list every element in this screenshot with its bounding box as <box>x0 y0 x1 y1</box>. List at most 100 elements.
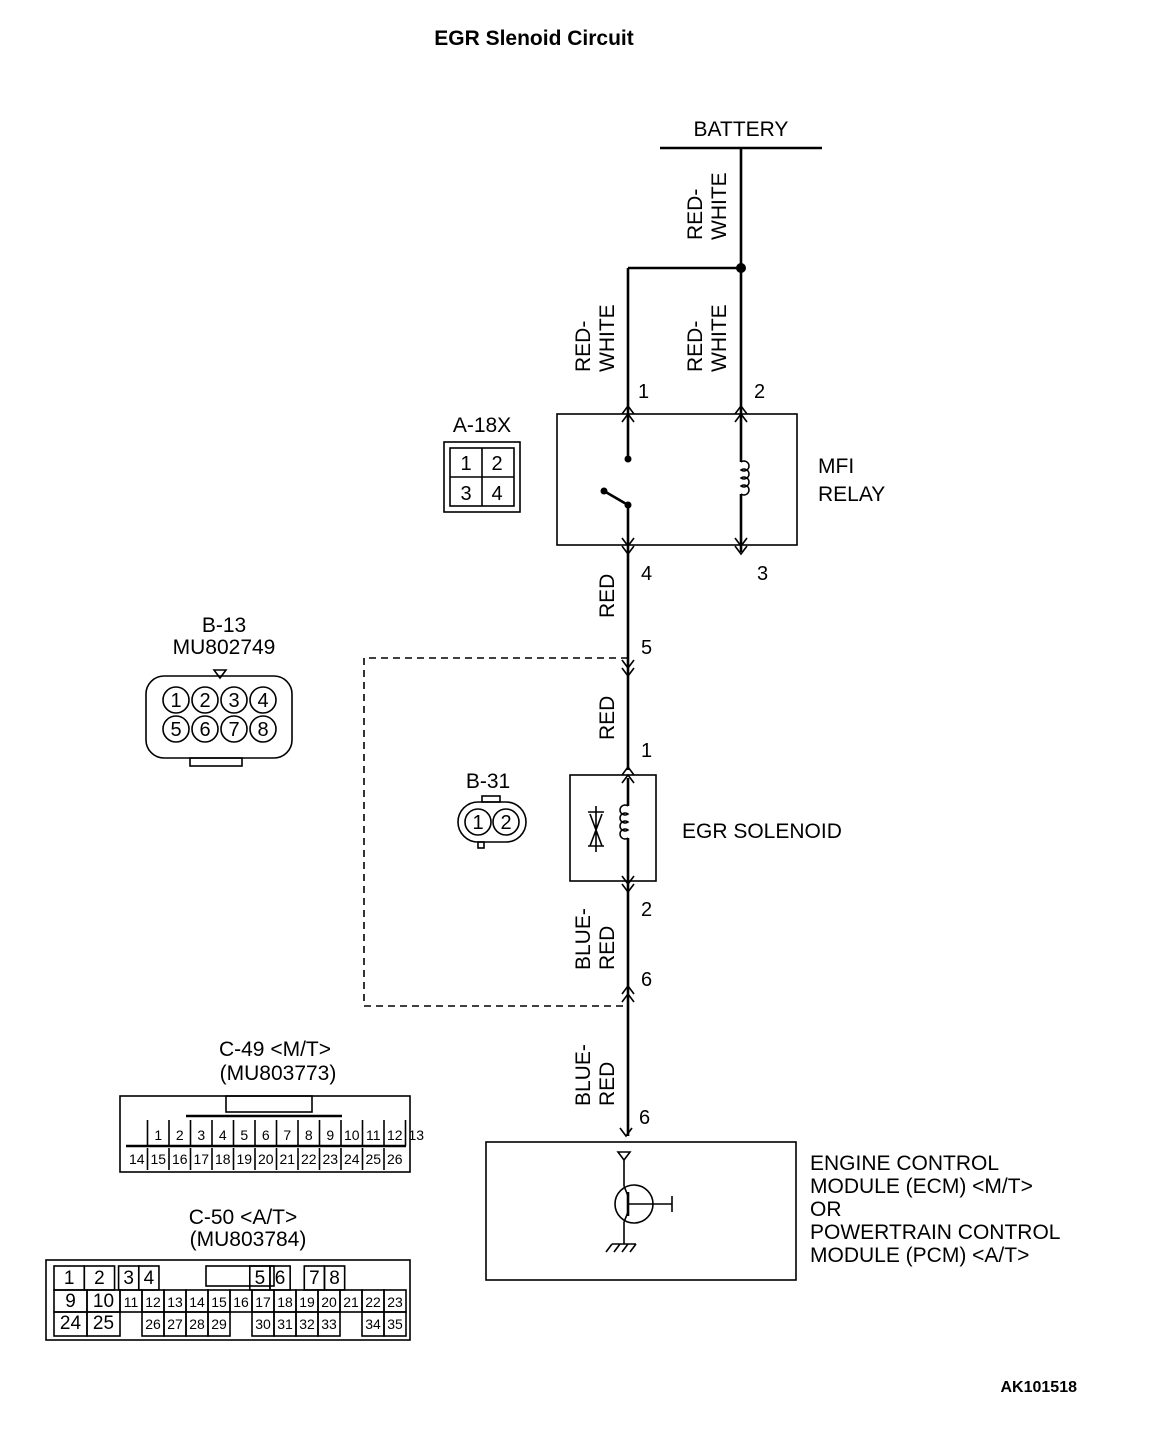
transistor-emitter <box>623 1211 629 1223</box>
a18x-pin: 4 <box>491 483 502 505</box>
text-line: POWERTRAIN CONTROL <box>810 1221 1060 1244</box>
a18x-pin: 2 <box>491 453 502 475</box>
b13-latch <box>189 757 243 767</box>
c49-key <box>225 1095 313 1113</box>
mfi-relay-label: MFI RELAY <box>818 455 885 506</box>
text-line: RED- <box>572 321 595 372</box>
c50-pin: 29 <box>211 1316 227 1332</box>
pin-solenoid-2: 2 <box>641 899 652 921</box>
relay-coil-icon <box>739 460 750 496</box>
wire-label-battery-feed: RED-WHITE <box>684 172 731 240</box>
pin-relay-1: 1 <box>638 381 649 403</box>
egr-solenoid-label: EGR SOLENOID <box>682 820 842 843</box>
c50-pin: 7 <box>309 1268 320 1289</box>
harness-dashed-outline <box>363 657 628 1007</box>
b13-pin-circle <box>249 686 277 714</box>
relay-switch-arm <box>603 489 629 507</box>
c49-pin: 8 <box>305 1127 313 1143</box>
egr-solenoid-box <box>569 774 657 882</box>
c50-pin: 19 <box>299 1294 315 1310</box>
b13-pin: 3 <box>228 690 239 712</box>
c50-pin: 18 <box>277 1294 293 1310</box>
c49-pin: 17 <box>193 1151 209 1167</box>
a18x-pin: 1 <box>460 453 471 475</box>
b13-pin: 1 <box>170 690 181 712</box>
b13-pin: 8 <box>257 719 268 741</box>
arrow-junction-5 <box>621 659 635 678</box>
text-line: RELAY <box>818 483 885 506</box>
b13-pin: 2 <box>199 690 210 712</box>
c50-pin: 16 <box>233 1294 249 1310</box>
c49-pin: 25 <box>365 1151 381 1167</box>
text-line: ENGINE CONTROL <box>810 1152 999 1175</box>
c50-pin: 28 <box>189 1316 205 1332</box>
b13-pin: 7 <box>228 719 239 741</box>
b13-key <box>212 669 228 680</box>
c50-pin: 9 <box>65 1291 76 1312</box>
c50-pin: 34 <box>365 1316 381 1332</box>
b13-pin-circle <box>162 715 190 743</box>
c49-pin: 4 <box>219 1127 227 1143</box>
junction-dot <box>736 263 746 273</box>
c49-pin: 3 <box>197 1127 205 1143</box>
wire-label-junction-to-solenoid: RED <box>596 696 619 740</box>
arrow-relay-pin1 <box>621 404 635 423</box>
b31-pin: 1 <box>472 812 483 834</box>
c49-pin: 10 <box>344 1127 360 1143</box>
c49-part: (MU803773) <box>220 1062 337 1085</box>
wire-label-relay-to-junction: RED <box>596 574 619 618</box>
c49-pin: 1 <box>154 1127 162 1143</box>
b13-pin: 5 <box>170 719 181 741</box>
c50-cell <box>383 1311 407 1337</box>
c50-pin: 30 <box>255 1316 271 1332</box>
b31-name: B-31 <box>466 770 510 793</box>
diagram-title: EGR Slenoid Circuit <box>434 27 634 50</box>
pin-relay-2: 2 <box>754 381 765 403</box>
c50-cell <box>317 1311 341 1337</box>
c49-pin: 13 <box>408 1127 424 1143</box>
c50-pin: 15 <box>211 1294 227 1310</box>
wire-label-solenoid-to-junction: BLUE-RED <box>572 908 619 970</box>
pin-ecm-6: 6 <box>639 1107 650 1129</box>
figure-code: AK101518 <box>1001 1379 1078 1396</box>
arrow-relay-pin2 <box>734 404 748 423</box>
c50-cell <box>207 1311 231 1337</box>
b13-part: MU802749 <box>173 636 276 659</box>
pin-relay-3: 3 <box>757 563 768 585</box>
c50-pin: 8 <box>329 1268 340 1289</box>
c50-pin: 27 <box>167 1316 183 1332</box>
c50-pin: 22 <box>365 1294 381 1310</box>
c49-pin: 5 <box>240 1127 248 1143</box>
b13-pin-circle <box>191 715 219 743</box>
b13-pin: 4 <box>257 690 268 712</box>
b13-pin-circle <box>220 715 248 743</box>
b31-pin-circle <box>464 808 492 836</box>
text-line: WHITE <box>708 172 731 240</box>
c49-pin: 6 <box>262 1127 270 1143</box>
arrow-junction-6 <box>621 984 635 1003</box>
pin-junction-5: 5 <box>641 637 652 659</box>
text-line: WHITE <box>596 304 619 372</box>
c50-pin: 31 <box>277 1316 293 1332</box>
pin-relay-4: 4 <box>641 563 652 585</box>
a18x-pin: 3 <box>460 483 471 505</box>
text-line: RED- <box>684 321 707 372</box>
c50-pin: 11 <box>124 1294 139 1310</box>
b31-pin-circle <box>492 808 520 836</box>
c49-pin: 18 <box>215 1151 231 1167</box>
c50-pin: 5 <box>255 1268 266 1289</box>
b13-pin-circle <box>162 686 190 714</box>
b13-pin-circle <box>220 686 248 714</box>
c50-pin: 24 <box>60 1313 82 1334</box>
text-line: MFI <box>818 455 854 478</box>
c49-pin: 19 <box>236 1151 252 1167</box>
wire-label-junction-to-ecm: BLUE-RED <box>572 1044 619 1106</box>
transistor-collector <box>623 1185 629 1197</box>
text-line: RED <box>596 574 619 618</box>
text-line: RED- <box>684 189 707 240</box>
b13-name: B-13 <box>202 614 246 637</box>
arrow-solenoid-pin1 <box>621 765 635 784</box>
